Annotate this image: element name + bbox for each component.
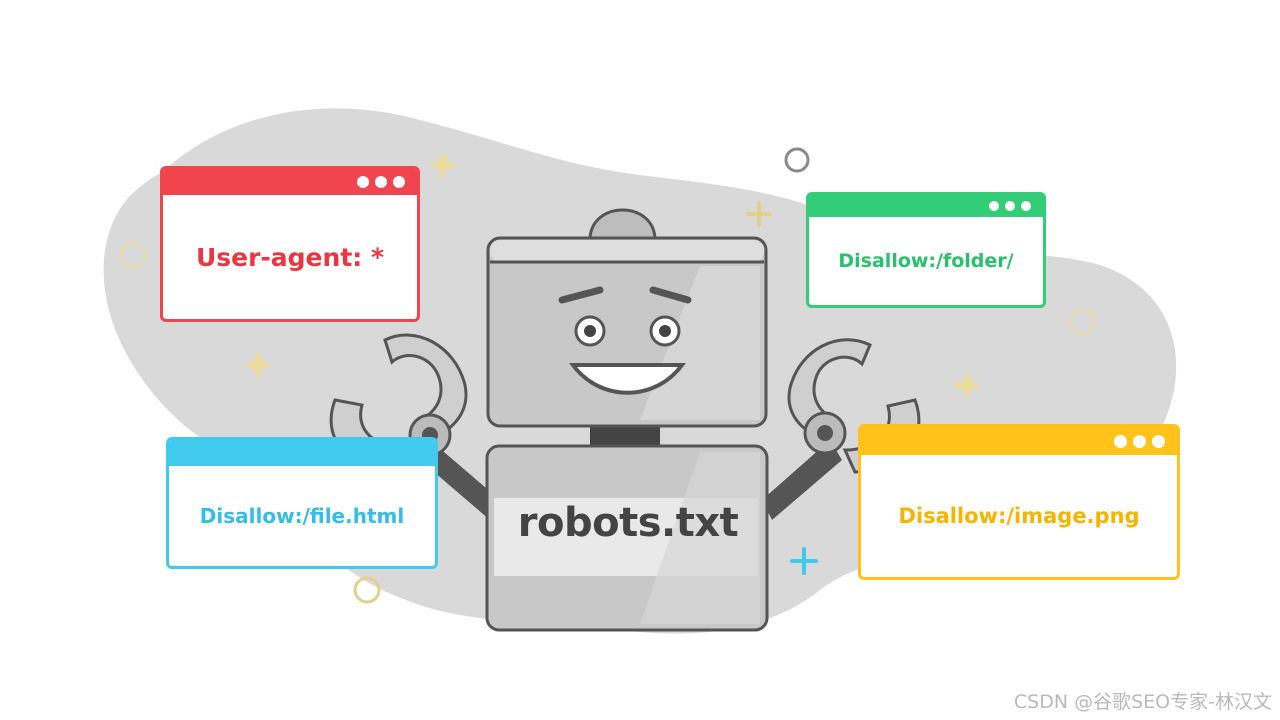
window-titlebar xyxy=(809,195,1043,217)
window-dot xyxy=(393,176,405,188)
ring-icon xyxy=(784,147,810,173)
window-disallow-folder: Disallow:/folder/ xyxy=(806,192,1046,308)
ring-icon xyxy=(353,576,381,604)
robot-illustration xyxy=(329,208,921,632)
plus-icon xyxy=(790,547,818,575)
ring-icon xyxy=(119,241,147,269)
window-dot xyxy=(989,201,999,211)
window-user-agent: User-agent: * xyxy=(160,166,420,322)
window-text: Disallow:/image.png xyxy=(898,504,1140,528)
sparkle-icon xyxy=(952,370,982,400)
window-dot xyxy=(375,176,387,188)
sparkle-icon xyxy=(428,150,458,180)
window-text: Disallow:/file.html xyxy=(199,504,405,528)
window-titlebar xyxy=(861,427,1177,455)
window-dot xyxy=(1133,434,1146,448)
robot-right-brow xyxy=(649,286,692,304)
window-text: Disallow:/folder/ xyxy=(838,250,1014,272)
window-dot xyxy=(1021,201,1031,211)
sparkle-icon xyxy=(243,350,273,380)
window-dot xyxy=(1152,434,1165,448)
window-dot xyxy=(357,176,369,188)
robot-antenna xyxy=(588,208,657,242)
robot-left-brow xyxy=(558,286,604,304)
ring-icon xyxy=(1068,308,1096,336)
robot-label: robots.txt xyxy=(517,500,739,546)
window-text: User-agent: * xyxy=(195,242,385,272)
window-disallow-file: Disallow:/file.html xyxy=(166,437,438,569)
window-dot xyxy=(1005,201,1015,211)
robot-mouth xyxy=(569,363,686,395)
plus-icon xyxy=(746,201,772,227)
window-titlebar xyxy=(163,169,417,195)
window-dot xyxy=(1114,434,1127,448)
window-titlebar xyxy=(169,440,435,466)
window-disallow-image: Disallow:/image.png xyxy=(858,424,1180,580)
robot-left-arm xyxy=(420,440,500,520)
robot-right-arm xyxy=(762,440,842,520)
watermark: CSDN @谷歌SEO专家-林汉文 xyxy=(1013,691,1272,713)
